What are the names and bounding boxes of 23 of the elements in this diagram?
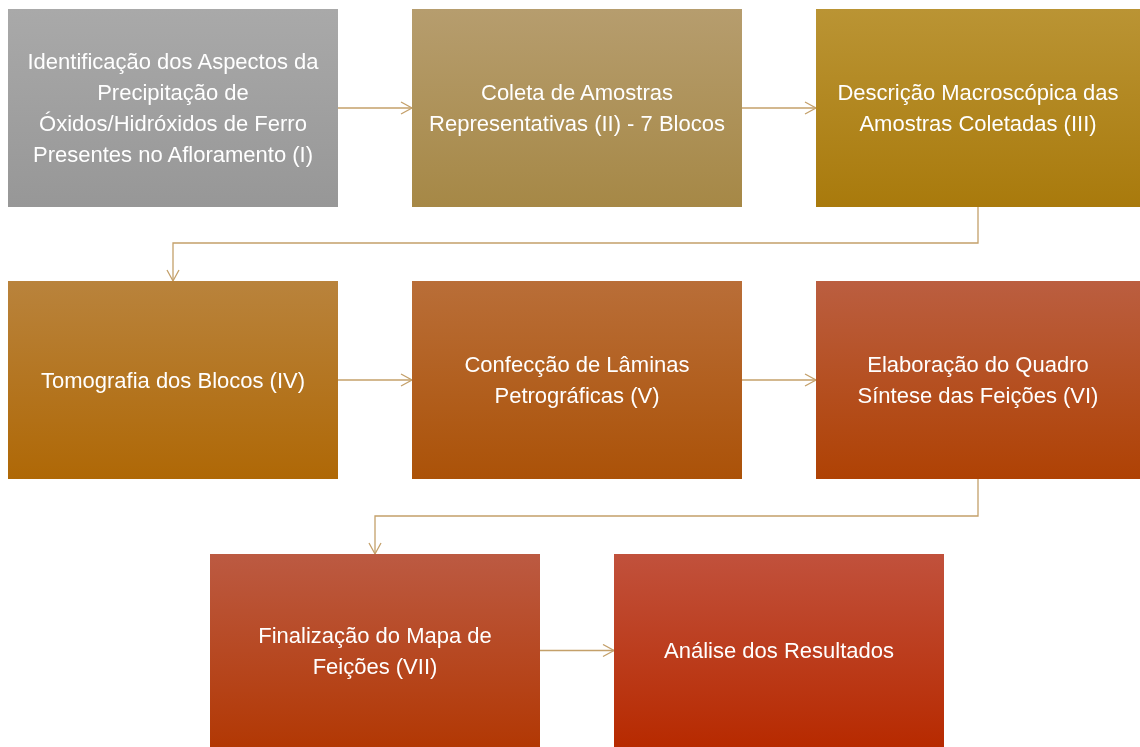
step-text: Elaboração do Quadro Síntese das Feições (VI)	[856, 351, 1100, 410]
arrow	[368, 478, 979, 555]
process-box	[210, 554, 540, 747]
arrow	[539, 643, 615, 658]
process-box	[614, 554, 944, 747]
step-text: Análise dos Resultados	[664, 637, 894, 665]
arrow	[741, 373, 817, 387]
process-box	[412, 281, 742, 479]
process-box	[8, 281, 338, 479]
process-box	[412, 9, 742, 207]
process-box	[816, 281, 1140, 479]
step-text: Identificação dos Aspectos da Precipitação de Óxidos/Hidróxidos de Ferro Presentes no Afloramento (I)	[26, 48, 320, 169]
step-text: Finalização do Mapa de Feições (VII)	[257, 621, 493, 681]
step-text: Tomografia dos Blocos (IV)	[40, 366, 306, 395]
step-text: Descrição Macroscópica das Amostras Coletadas (III)	[836, 79, 1120, 138]
process-box	[816, 9, 1140, 207]
arrow	[337, 101, 413, 115]
step-text: Confecção de Lâminas Petrográficas (V)	[463, 351, 691, 410]
arrow	[166, 206, 979, 282]
step-text: Coleta de Amostras Representativas (II) - 7 Blocos	[428, 79, 726, 138]
arrow	[741, 101, 817, 115]
arrow	[337, 373, 413, 387]
process-box	[8, 9, 338, 207]
